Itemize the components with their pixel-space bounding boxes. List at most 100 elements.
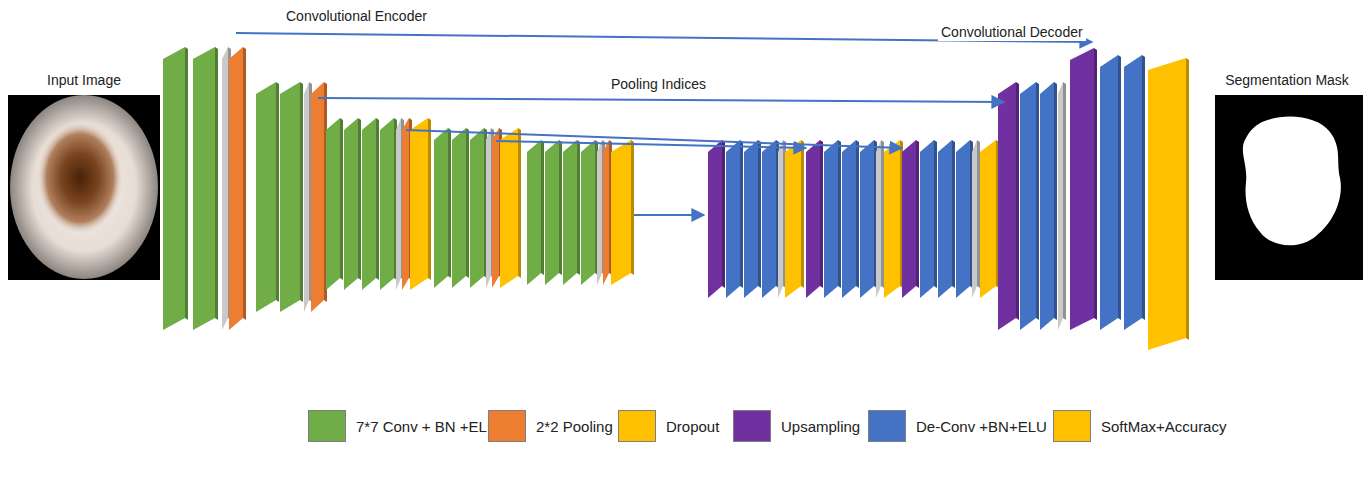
layer-slab [193,47,218,330]
layer-slab [938,140,955,298]
legend-text: 2*2 Pooling [536,418,613,435]
slab-face [1124,55,1142,330]
layer-slab [1148,58,1189,350]
slab-face [222,47,228,330]
slab-face [956,140,970,298]
slab-face [486,128,491,288]
legend-item: Upsampling [733,410,860,442]
slab-face [402,118,409,290]
slab-face [1070,48,1094,330]
slab-edge [340,118,343,280]
layer-slab [326,118,343,290]
layer-slab [902,140,919,298]
slab-edge [358,118,361,280]
layer-slab [603,140,612,285]
slab-face [1020,82,1036,330]
layer-slab [806,140,823,298]
slab-face [163,47,185,330]
slab-face [452,128,466,288]
lesion-mask [1243,117,1341,246]
slab-face [597,140,602,285]
slab-face [762,140,776,298]
slab-face [229,47,243,330]
legend-item: 7*7 Conv + BN +ELU [308,410,498,442]
layer-slab [842,140,859,298]
pooling-index-arrows [236,33,1092,215]
slab-edge [577,140,580,275]
layer-slab [744,140,761,298]
layer-slab [708,140,725,298]
slab-edge [466,128,469,278]
layer-slab [452,128,469,288]
index-arrow [634,214,704,216]
layer-slab [920,140,937,298]
lesion [38,123,122,233]
slab-face [545,140,559,285]
slab-edge [376,118,379,280]
slab-face [842,140,856,298]
slab-face [563,140,577,285]
slab-face [998,82,1016,330]
segmentation-mask-image [1215,95,1363,280]
image-background [8,95,160,280]
slab-face [938,140,952,298]
layer-slab [500,128,521,288]
slab-edge [952,140,955,288]
layer-slab [470,128,487,288]
layer-slab [876,140,884,298]
slab-face [492,128,499,288]
legend-item: De-Conv +BN+ELU [868,410,1047,442]
slab-edge [559,140,562,275]
slab-face [744,140,758,298]
index-arrow [318,98,1004,102]
slab-face [380,118,394,290]
slab-face [256,82,276,312]
slab-edge [185,47,188,320]
slab-face [884,140,900,298]
layer-slab [726,140,743,298]
legend-swatch [308,410,346,442]
slab-edge [838,140,841,288]
layer-slab [611,140,634,285]
layer-slab [362,118,379,290]
slab-edge [740,140,743,288]
image-heading: Segmentation Mask [1212,72,1362,89]
slab-face [876,140,881,298]
slab-edge [856,140,859,288]
legend-swatch [618,410,656,442]
layer-slab [884,140,903,298]
slab-edge [1142,55,1145,320]
layer-slab [1040,82,1057,330]
layer-slab [972,140,980,298]
layer-slab [256,82,279,312]
layer-slab [980,140,999,298]
slab-face [311,82,324,312]
slab-edge [448,128,451,278]
slab-edge [1186,58,1189,340]
slab-face [603,140,609,285]
slab-edge [518,128,521,278]
section-label: Convolutional Encoder [283,8,430,25]
mask-background [1215,95,1363,280]
layer-slab [1100,55,1121,330]
image-heading: Input Image [8,72,160,89]
layer-slab [311,82,327,312]
layer-slab [380,118,397,290]
slab-edge [820,140,823,288]
slab-edge [541,140,544,275]
slab-face [470,128,484,288]
index-arrow [406,130,902,148]
slab-face [434,128,448,288]
layer-slab [434,128,451,288]
slab-face [806,140,820,298]
slab-face [326,118,340,290]
layer-slab [1020,82,1039,330]
slab-face [1058,82,1063,330]
slab-edge [215,47,218,320]
legend-text: 7*7 Conv + BN +ELU [356,418,498,435]
layer-slab [280,82,303,312]
layer-slab [304,82,312,312]
layer-slab [1124,55,1145,330]
